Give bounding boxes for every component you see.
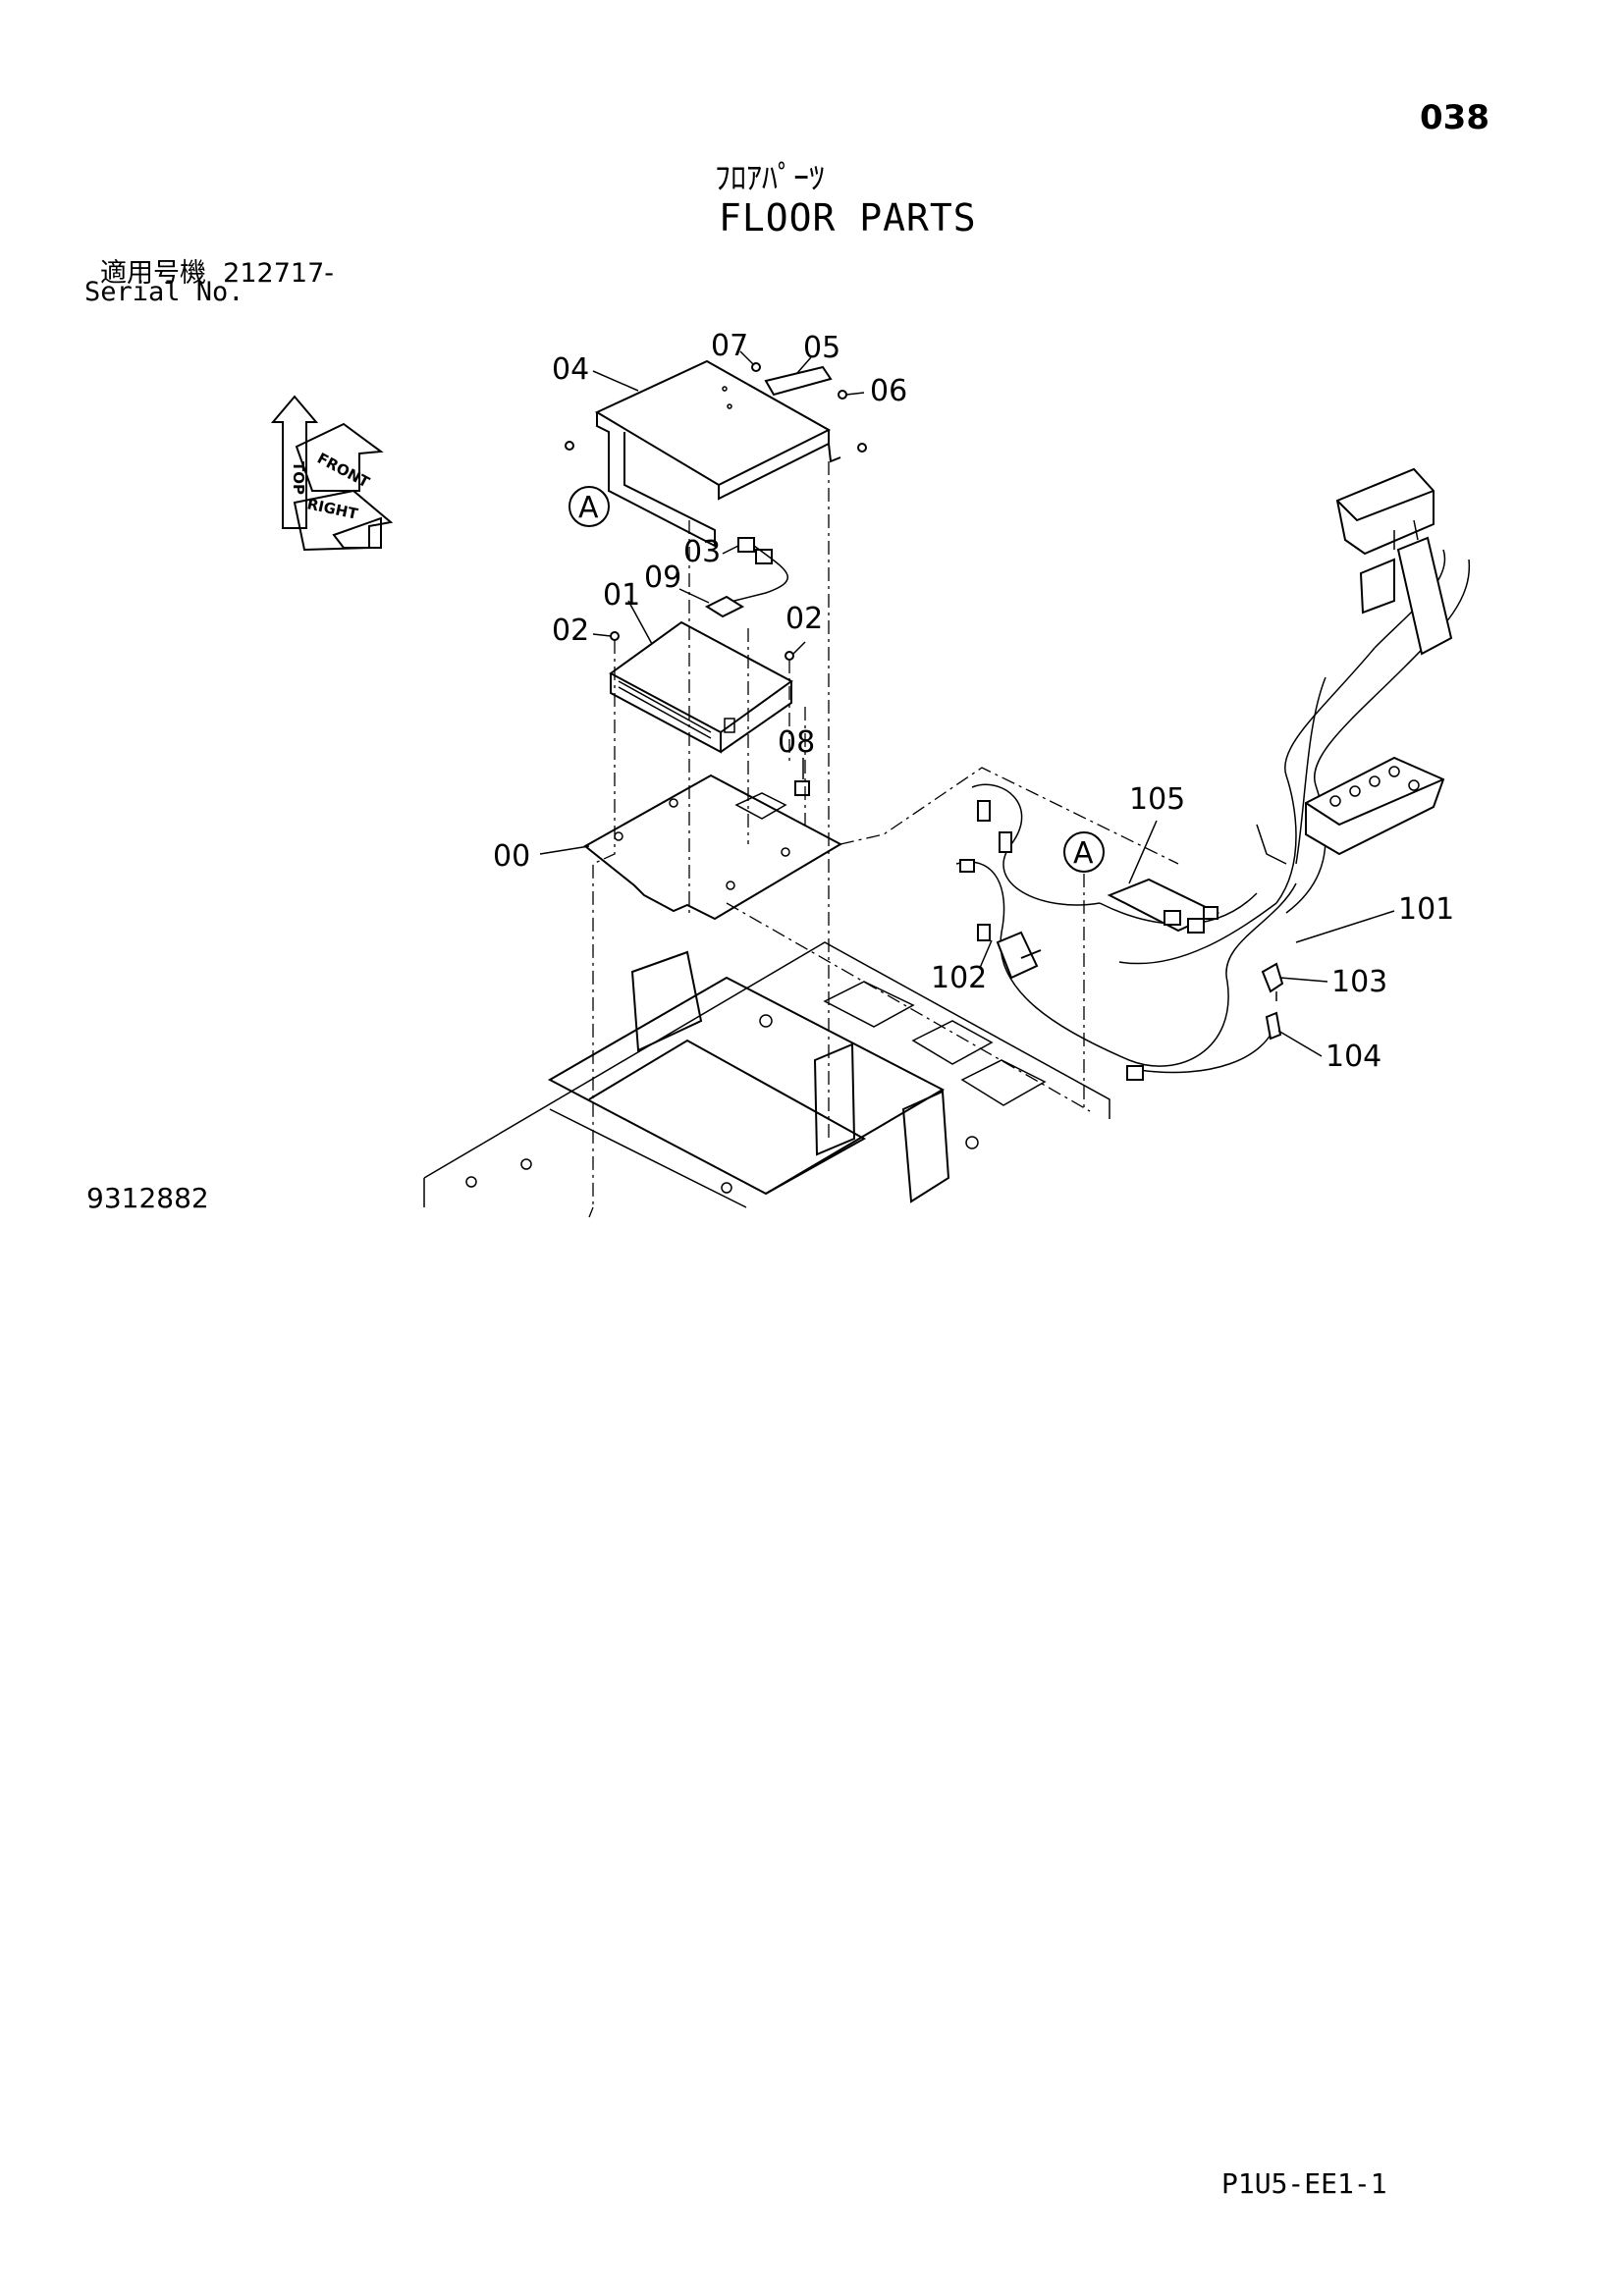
page-title: FLOOR PARTS — [719, 196, 977, 240]
monitor-unit — [1335, 467, 1453, 656]
part-number-labels: 04 07 05 06 03 09 01 02 02 08 00 105 101… — [493, 329, 1454, 1074]
part-label-04: 04 — [552, 352, 589, 387]
drawing-number: 9312882 — [86, 1182, 209, 1214]
part-label-102: 102 — [931, 961, 987, 995]
callout-a-upper-label: A — [578, 491, 599, 525]
connector-part-102 — [977, 924, 1042, 980]
module-part-09 — [704, 595, 745, 618]
relay-block-part-105 — [1107, 878, 1220, 934]
part-label-105: 105 — [1129, 782, 1185, 817]
title-japanese: ﾌﾛｱﾊﾟｰﾂ — [715, 159, 826, 196]
serial-label-japanese: 適用号機 212717- — [100, 251, 334, 290]
page-number: 038 — [1420, 98, 1489, 137]
serial-value: 212717- — [223, 258, 334, 289]
part-label-06: 06 — [870, 374, 907, 408]
screw-part-02-right — [785, 651, 794, 661]
part-label-09: 09 — [644, 561, 681, 595]
part-label-08: 08 — [778, 725, 815, 760]
part-08 — [794, 780, 810, 796]
part-label-01: 01 — [603, 578, 640, 613]
switch-panel — [1305, 756, 1445, 856]
part-label-07: 07 — [711, 329, 748, 363]
part-103 — [1261, 962, 1284, 1001]
part-label-02-right: 02 — [785, 602, 823, 636]
screw-part-07 — [751, 362, 761, 372]
serial-label-english: Serial No. — [84, 277, 244, 307]
part-label-103: 103 — [1331, 965, 1387, 999]
screw-part-02-left — [610, 631, 620, 641]
orientation-front-label: FRONT — [314, 450, 373, 492]
orientation-top-label: TOP — [290, 461, 307, 495]
part-label-03: 03 — [683, 535, 721, 569]
leader-lines — [539, 350, 1395, 1057]
part-104 — [1265, 1011, 1282, 1041]
part-label-00: 00 — [493, 839, 530, 874]
plate-part-05 — [764, 365, 833, 397]
sheet-code: P1U5-EE1-1 — [1221, 2167, 1387, 2200]
screw-part-06 — [838, 390, 847, 400]
callout-a-lower — [1063, 831, 1105, 873]
orientation-right-label: RIGHT — [305, 495, 360, 523]
harness-part-101 — [955, 549, 1471, 1081]
floor-frame — [423, 941, 1110, 1208]
bracket-plate-part-00 — [583, 774, 843, 921]
part-label-104: 104 — [1326, 1040, 1381, 1074]
screw-right — [857, 443, 867, 453]
cover-part-04 — [594, 359, 841, 548]
part-label-101: 101 — [1398, 892, 1454, 927]
part-label-02-left: 02 — [552, 614, 589, 648]
callout-a-lower-label: A — [1073, 836, 1094, 871]
alignment-lines — [588, 461, 1179, 1218]
connector-part-03 — [726, 537, 788, 604]
part-label-05: 05 — [803, 331, 840, 365]
callout-a-upper — [568, 486, 610, 527]
controller-part-01 — [609, 620, 793, 754]
screw-left — [565, 441, 574, 451]
orientation-indicator: TOP FRONT RIGHT — [270, 395, 394, 552]
serial-label-jp-text: 適用号機 — [100, 258, 206, 289]
